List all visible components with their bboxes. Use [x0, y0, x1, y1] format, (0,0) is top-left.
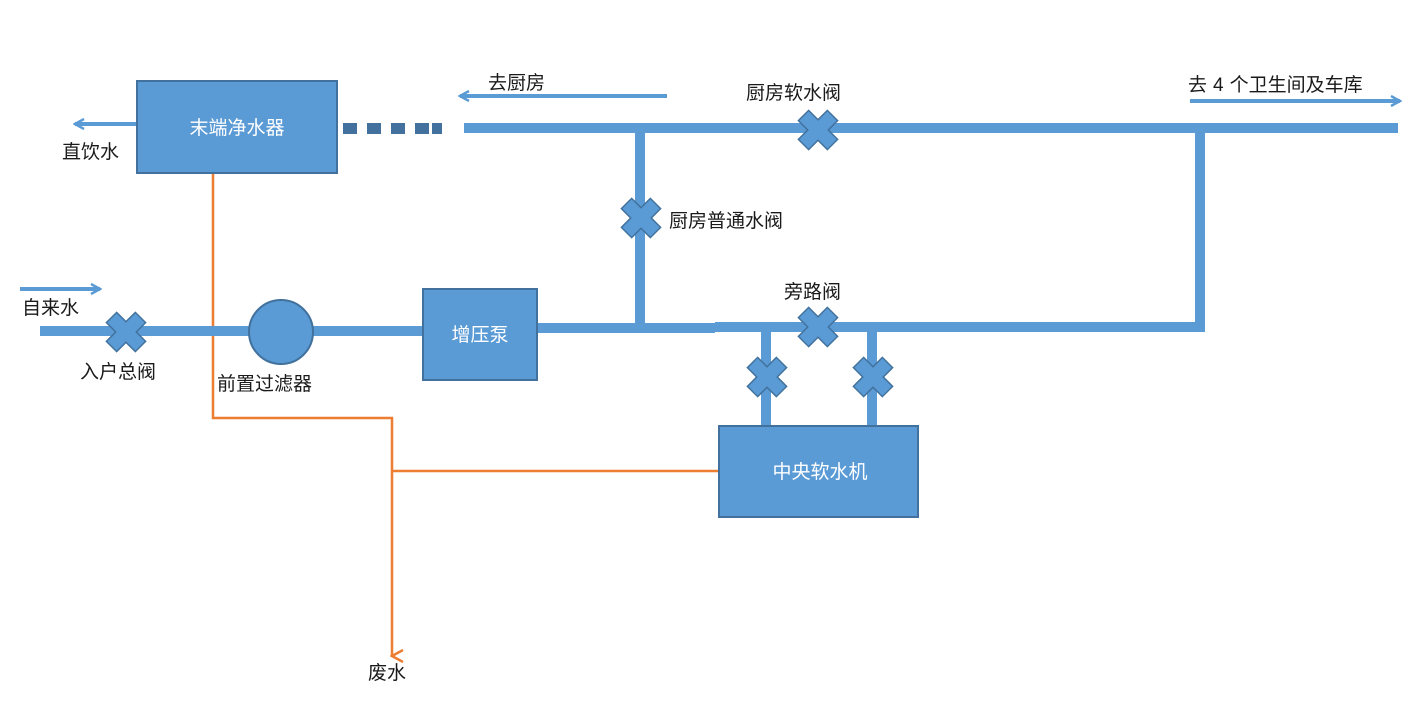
- softener-inlet-valve-icon: [752, 362, 782, 392]
- kitchen-normal-valve-icon: [626, 203, 656, 233]
- dotted-link: [343, 123, 442, 134]
- booster-pump-label: 增压泵: [451, 324, 508, 346]
- flow-arrows: [20, 96, 1400, 289]
- kitchen-soft-valve-icon: [803, 115, 833, 145]
- to-bathrooms-suffix: 个卫生间及车库: [1230, 74, 1363, 96]
- terminal-purifier-label: 末端净水器: [189, 117, 284, 139]
- kitchen-normal-valve-label: 厨房普通水阀: [669, 210, 783, 232]
- waste-water-lines: [211, 173, 719, 656]
- pre-filter-circle: [248, 299, 314, 365]
- kitchen-soft-valve-label: 厨房软水阀: [746, 82, 841, 104]
- main-valve-icon: [111, 317, 141, 347]
- to-bathrooms-prefix: 去: [1188, 74, 1207, 96]
- central-softener-label: 中央软水机: [772, 461, 867, 483]
- tap-water-label: 自来水: [22, 297, 79, 319]
- main-valve-label: 入户总阀: [80, 361, 156, 383]
- to-bathrooms-number: 4: [1213, 75, 1224, 96]
- softener-outlet-valve-icon: [858, 362, 888, 392]
- to-kitchen-label: 去厨房: [488, 72, 545, 94]
- waste-water-label: 废水: [368, 662, 406, 684]
- direct-drinking-label: 直饮水: [62, 141, 119, 163]
- booster-pump-box: [422, 288, 538, 381]
- bypass-valve-label: 旁路阀: [784, 281, 841, 303]
- pre-filter-label: 前置过滤器: [217, 373, 312, 395]
- central-softener-box: [718, 425, 919, 518]
- bypass-valve-icon: [803, 312, 833, 342]
- purifier-waste-line: [211, 173, 392, 656]
- terminal-purifier-box: [136, 80, 338, 174]
